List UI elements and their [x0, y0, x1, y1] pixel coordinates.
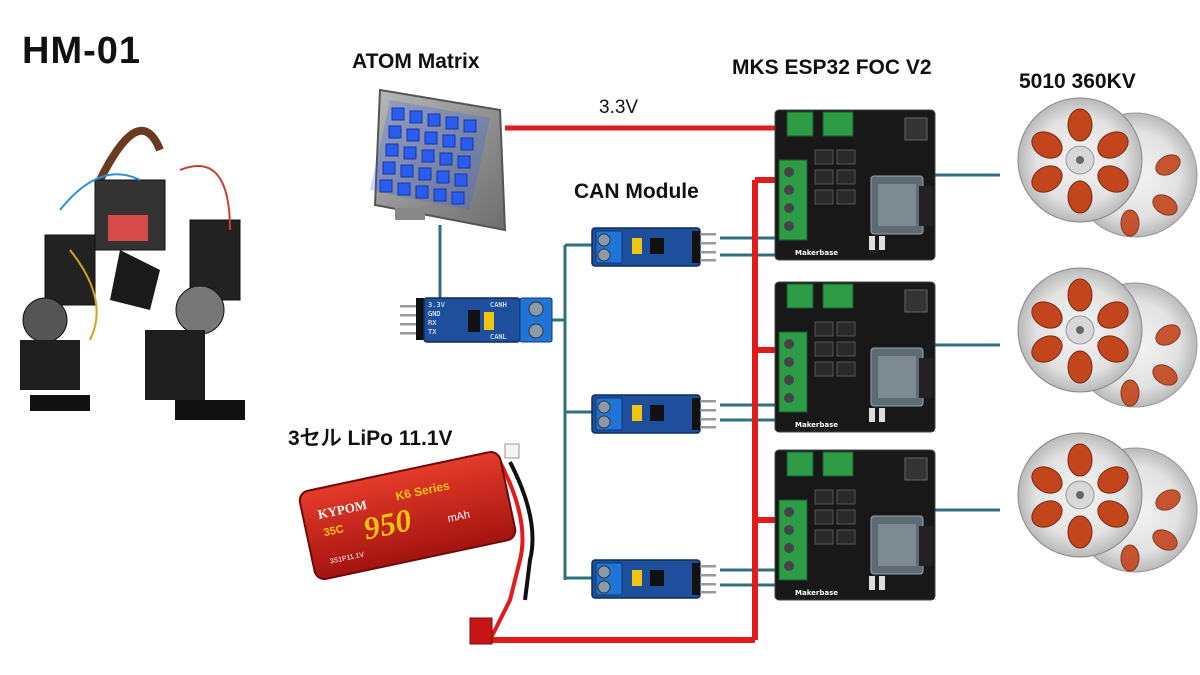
power-wires — [480, 177, 778, 643]
lipo-label: 3セル LiPo 11.1V — [288, 427, 453, 450]
term-canh: CANH — [490, 301, 507, 309]
can-module-1 — [591, 227, 717, 267]
page-title: HM-01 — [22, 30, 142, 72]
battery-rating: 35C — [323, 523, 345, 539]
board-brand: Makerbase — [795, 421, 838, 429]
pin-3v3: 3.3V — [428, 301, 446, 309]
can-module-main: 3.3V GND RX TX CANH CANL — [400, 297, 553, 343]
motor-2 — [1017, 267, 1198, 408]
mks-foc-label: MKS ESP32 FOC V2 — [732, 56, 932, 79]
term-canl: CANL — [490, 333, 507, 341]
can-bus-wires — [552, 173, 1000, 587]
can-module-label: CAN Module — [574, 180, 699, 203]
board-brand: Makerbase — [795, 589, 838, 597]
lipo-battery: KYPOM K6 Series 950 mAh 35C 3S1P11.1V — [298, 443, 535, 645]
atom-matrix-label: ATOM Matrix — [352, 50, 480, 73]
motor-3 — [1017, 432, 1198, 573]
pin-tx: TX — [428, 328, 437, 336]
voltage-label: 3.3V — [599, 97, 639, 118]
motor-label: 5010 360KV — [1019, 70, 1136, 93]
board-brand: Makerbase — [795, 249, 838, 257]
atom-matrix-image — [370, 88, 507, 232]
can-module-2 — [591, 394, 717, 434]
pin-rx: RX — [428, 319, 437, 327]
battery-unit: mAh — [446, 509, 471, 525]
pin-gnd: GND — [428, 310, 441, 318]
motor-1 — [1017, 97, 1198, 238]
mks-board-2: Makerbase — [774, 281, 936, 433]
can-module-3 — [591, 559, 717, 599]
mks-board-1: Makerbase — [774, 109, 936, 261]
robot-image — [20, 126, 245, 420]
mks-board-3: Makerbase — [774, 449, 936, 601]
